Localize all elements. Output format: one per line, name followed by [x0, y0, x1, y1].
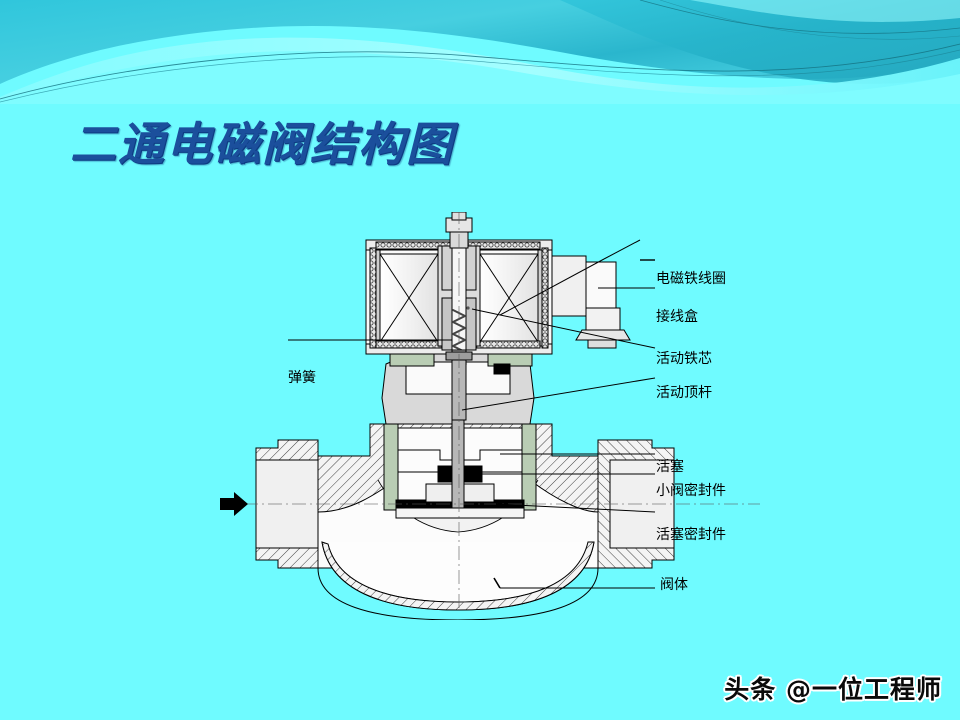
valve-body-wall-section — [321, 541, 595, 611]
inlet-flow-arrow — [220, 492, 248, 516]
wave-banner-graphic — [0, 0, 960, 104]
leader-coil-2 — [499, 258, 605, 316]
piston-sleeve-left — [383, 423, 399, 511]
callout-label-junction-box: 接线盒 — [656, 309, 698, 325]
callout-label-valve-body: 阀体 — [660, 577, 688, 593]
wave-light-inner — [0, 51, 960, 104]
wave-line-3 — [639, 0, 960, 34]
valve-body-bowl — [321, 541, 595, 611]
callout-label-piston-seal: 活塞密封件 — [656, 527, 726, 543]
junction-box-cable-gland — [575, 329, 631, 341]
callout-label-spring: 弹簧 — [288, 370, 316, 386]
junction-box-gland-nut — [587, 339, 617, 349]
wave-line-2 — [0, 49, 960, 103]
wave-line-1 — [0, 43, 960, 100]
wave-line-4 — [659, 0, 960, 40]
bonnet-gasket-left — [389, 353, 435, 367]
leader-coil — [603, 239, 641, 260]
leader-valve-body-arrow — [493, 577, 501, 589]
leader-piston-seal — [495, 503, 656, 513]
callout-label-moving-core: 活动铁芯 — [656, 351, 712, 367]
callout-label-push-rod: 活动顶杆 — [656, 385, 712, 401]
bonnet-oring — [493, 363, 511, 375]
piston-lower-plate — [395, 507, 525, 519]
callout-label-coil: 电磁铁线圈 — [656, 271, 726, 287]
watermark-text: 头条 @一位工程师 — [724, 675, 942, 704]
header-wave-banner — [0, 0, 960, 104]
callout-label-pilot-seal: 小阀密封件 — [656, 483, 726, 499]
push-rod-lower — [451, 419, 465, 509]
wave-sliver — [690, 0, 960, 22]
junction-box-plug — [585, 307, 621, 331]
coil-winding-left-x — [379, 253, 439, 343]
callout-label-piston: 活塞 — [656, 459, 684, 475]
valve-cutaway-svg — [220, 210, 760, 621]
piston-sleeve-right — [521, 423, 537, 511]
page-title: 二通电磁阀结构图 — [70, 117, 454, 171]
coil-winding-right-x — [479, 253, 539, 343]
leader-moving-core — [471, 308, 656, 349]
leader-push-rod — [461, 377, 656, 411]
moving-core-vent — [466, 306, 470, 310]
winding-edge-right — [541, 247, 549, 349]
valve-diagram — [200, 210, 820, 621]
junction-box-neck — [551, 255, 587, 317]
winding-edge-left — [369, 247, 377, 349]
